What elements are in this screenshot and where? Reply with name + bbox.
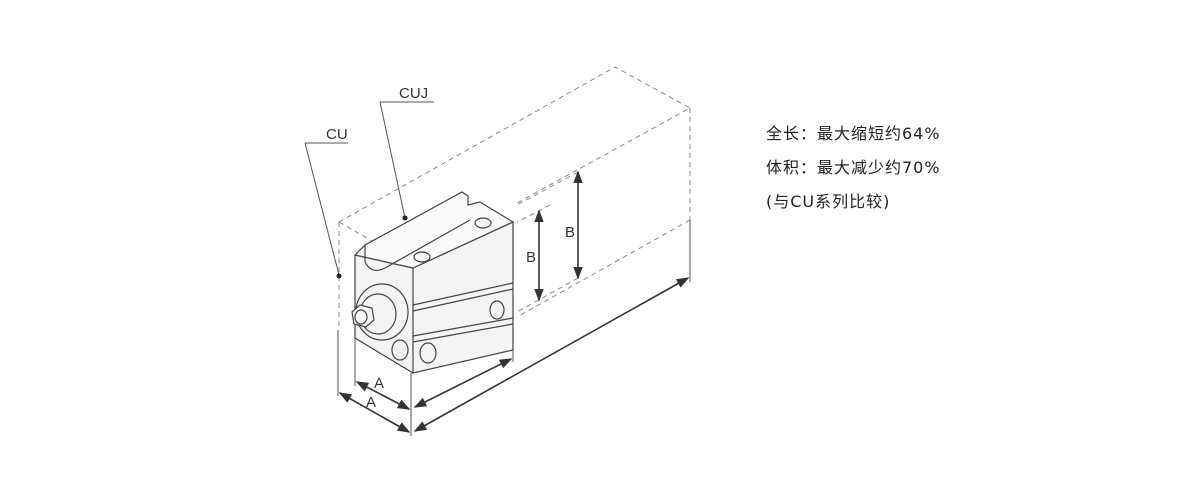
dimension-arrows (338, 170, 690, 433)
dim-a-inner-label: A (374, 375, 384, 392)
leader-lines (304, 101, 434, 276)
dim-a-outer-label: A (366, 394, 376, 411)
spec-length: 全长：最大缩短约64% (766, 124, 941, 143)
spec-comparison-note: (与CU系列比较) (766, 192, 891, 211)
dim-b-outer-label: B (565, 224, 575, 241)
cuj-label: CUJ (399, 85, 428, 102)
cu-label: CU (326, 126, 348, 143)
spec-volume: 体积：最大减少约70% (766, 158, 941, 177)
cu-leader-dot (336, 273, 342, 279)
dim-b-inner-label: B (526, 249, 536, 266)
cuj-cylinder (351, 191, 515, 374)
cuj-leader-dot (402, 215, 408, 221)
